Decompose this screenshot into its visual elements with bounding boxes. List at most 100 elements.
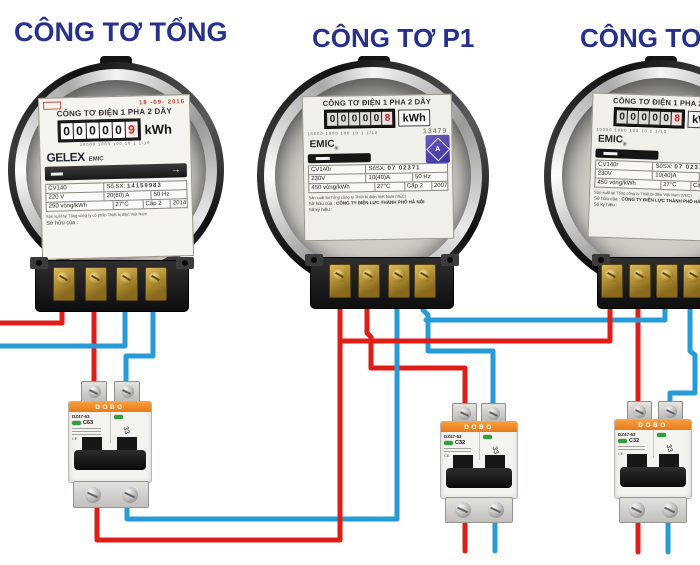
mount-ear-icon: [176, 257, 194, 269]
p2-breaker: DOBO DZ47-63 C32 CE 33: [614, 401, 692, 523]
breaker-rating: C32: [455, 440, 466, 446]
breaker-toggle-stem[interactable]: [485, 455, 506, 472]
register-digit: 0: [638, 111, 650, 125]
spec-lines: [618, 446, 650, 450]
accuracy-class: Cấp 2: [690, 181, 700, 191]
breaker-toggle-handle[interactable]: [73, 450, 147, 470]
terminal-3: [656, 264, 678, 298]
screw-icon: [333, 269, 346, 282]
temp-rating: 27°C: [113, 200, 144, 210]
mount-ear-icon: [441, 254, 459, 266]
serial-number: 07 0231: [674, 164, 700, 172]
register-digit: 0: [73, 122, 86, 140]
screw-icon: [487, 407, 500, 420]
owner-label: Sở hữu của :: [46, 220, 79, 227]
status-indicator: [113, 415, 123, 419]
meter-constant: 450 vòng/kWh: [595, 178, 662, 189]
serial-label: SốSX:: [655, 163, 673, 171]
rating-plate: CV140 Số SX: 14159983 220 V 20(80) A 50 …: [45, 180, 188, 212]
code-label: Số ký hiệu :: [308, 206, 333, 213]
p1-breaker: DOBO DZ47-63 C32 CE 33: [440, 403, 518, 523]
screw-icon: [84, 486, 101, 503]
register-digit: 0: [86, 122, 99, 139]
register-digit: 0: [627, 110, 639, 125]
brand-logo: EMIC: [309, 138, 335, 151]
inspection-stamp-icon: [42, 100, 62, 110]
terminal-4: [414, 264, 436, 298]
screw-icon: [120, 272, 133, 285]
breaker-toggle-stem[interactable]: [659, 454, 680, 471]
wire-p2-meter-neutral-out: [667, 287, 698, 417]
kwh-register: 0 0 0 0 0 8: [324, 108, 396, 129]
registered-mark: ®: [622, 141, 627, 148]
breaker-bottom-terminals: [73, 481, 149, 508]
disc-slot-icon: [315, 156, 330, 161]
status-indicator: [482, 435, 492, 439]
screw-icon: [454, 502, 471, 518]
status-indicator: [618, 439, 627, 443]
breaker-toggle-handle[interactable]: [445, 467, 513, 488]
breaker-model: DZ47-63: [72, 414, 90, 419]
terminal-block: [305, 254, 459, 309]
main-meter-label: CÔNG TƠ TỔNG: [14, 17, 228, 47]
terminal-4: [683, 264, 700, 298]
meter-disc-window: →: [44, 163, 188, 181]
screw-icon: [458, 407, 471, 420]
terminal-block: [592, 254, 700, 309]
spec-lines: [444, 448, 476, 452]
breaker-toggle-stem[interactable]: [453, 455, 474, 472]
disc-slot-icon: [603, 151, 618, 156]
brand-logo: GELEX: [46, 149, 85, 165]
terminal-4: [145, 267, 167, 301]
screw-icon: [664, 405, 677, 418]
register-digit: 0: [371, 111, 382, 126]
breaker-toggle-stem[interactable]: [116, 437, 137, 454]
breaker-toggle-stem[interactable]: [82, 437, 103, 454]
ce-mark: CE: [72, 436, 78, 441]
breaker-toggle-stem[interactable]: [627, 454, 648, 471]
serial-number: 07 02371: [387, 165, 421, 172]
current-rating: 10(40)A: [366, 173, 414, 183]
voltage-rating: 230V: [309, 174, 367, 184]
current-rating: 20(80) A: [104, 191, 152, 201]
breaker-top-terminal-left: [452, 403, 477, 423]
breaker-bottom-terminals: [445, 497, 513, 523]
screw-icon: [149, 272, 162, 285]
serial-label: Số SX:: [106, 183, 126, 191]
p1-meter-label: CÔNG TƠ P1: [312, 23, 475, 53]
terminal-1: [329, 264, 351, 298]
terminal-2: [85, 267, 107, 301]
breaker-brand: DOBO: [441, 422, 517, 432]
pole-marking: 33: [664, 443, 673, 454]
wire-neutral-bus-to-p1: [124, 287, 400, 522]
pole-marking: 33: [490, 445, 499, 456]
register-digit: 0: [349, 112, 360, 126]
register-digit: 0: [616, 110, 628, 124]
screw-icon: [89, 272, 102, 285]
register-scale: 10000 1000 100 10 1 1/10: [307, 129, 379, 137]
meter-model: CV140: [46, 183, 105, 193]
status-indicator: [656, 433, 666, 437]
temp-rating: 27°C: [374, 182, 405, 192]
main-meter: 18 -09- 2016 CÔNG TƠ ĐIỆN 1 PHA 2 DÂY 0 …: [8, 56, 224, 316]
register-decimal-digit: 8: [382, 111, 393, 125]
submeter-p2: CÔNG TƠ ĐIỆN 1 PHA 2 DÂY 0 0 0 0 0 8 kWh…: [544, 54, 700, 314]
breaker-brand: DOBO: [615, 420, 691, 430]
screw-icon: [487, 502, 504, 518]
temp-rating: 27°C: [660, 180, 692, 190]
main-meter-face: 18 -09- 2016 CÔNG TƠ ĐIỆN 1 PHA 2 DÂY 0 …: [37, 94, 195, 260]
spec-lines: [72, 428, 107, 435]
register-digit: 0: [649, 111, 661, 125]
mount-ear-icon: [30, 257, 48, 269]
screw-icon: [362, 269, 375, 282]
screw-icon: [687, 269, 700, 282]
frequency-rating: 50 Hz: [414, 174, 431, 181]
registered-mark: ®: [334, 145, 339, 152]
screw-icon: [57, 272, 70, 285]
terminal-2: [358, 264, 380, 298]
breaker-toggle-handle[interactable]: [619, 466, 687, 487]
disc-slot-icon: [50, 171, 63, 176]
p1-meter-face: CÔNG TƠ ĐIỆN 1 PHA 2 DÂY 0 0 0 0 0 8 kWh…: [301, 93, 455, 242]
